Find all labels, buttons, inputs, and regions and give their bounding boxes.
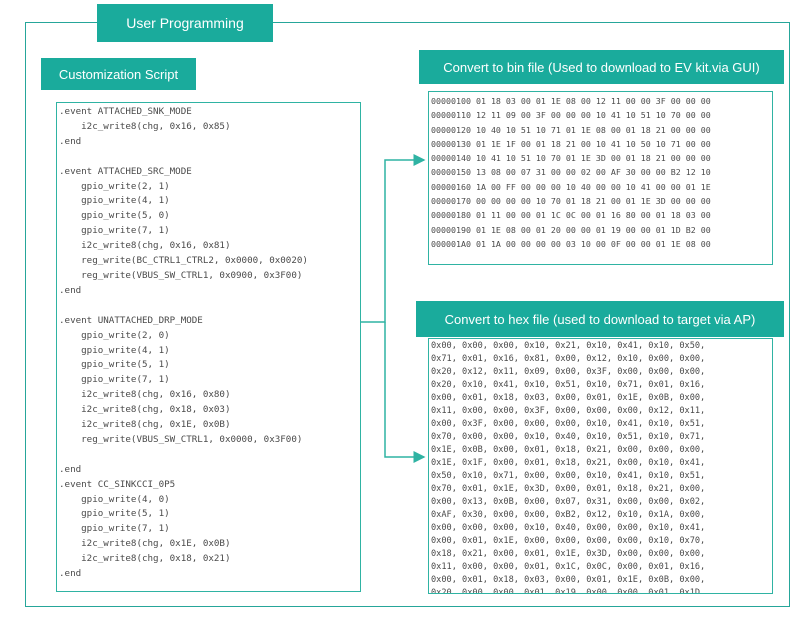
- script-line: .end: [59, 463, 82, 475]
- bin-line: 00000160 1A 00 FF 00 00 00 10 40 00 00 1…: [431, 181, 711, 192]
- user-programming-title: User Programming: [97, 4, 273, 42]
- script-line: gpio_write(5, 1): [59, 359, 170, 371]
- hex-line: 0x1E, 0x0B, 0x00, 0x01, 0x18, 0x21, 0x00…: [431, 445, 706, 455]
- bin-line: 00000100 01 18 03 00 01 1E 08 00 12 11 0…: [431, 96, 711, 106]
- hex-file-panel: 0x00, 0x00, 0x00, 0x10, 0x21, 0x10, 0x41…: [428, 338, 773, 594]
- hex-line: 0x1E, 0x1F, 0x00, 0x01, 0x18, 0x21, 0x00…: [431, 458, 706, 468]
- hex-line: 0x70, 0x00, 0x00, 0x10, 0x40, 0x10, 0x51…: [431, 432, 706, 442]
- bin-line: 00000140 10 41 10 51 10 70 01 1E 3D 00 0…: [431, 153, 711, 164]
- hex-line: 0x00, 0x00, 0x00, 0x10, 0x21, 0x10, 0x41…: [431, 341, 706, 351]
- script-line: reg_write(BC_CTRL1_CTRL2, 0x0000, 0x0020…: [59, 255, 308, 267]
- user-programming-frame: [25, 22, 790, 607]
- bin-line: 00000130 01 1E 1F 00 01 18 21 00 10 41 1…: [431, 138, 711, 149]
- hex-line: 0x50, 0x10, 0x71, 0x00, 0x00, 0x10, 0x41…: [431, 471, 706, 481]
- hex-line: 0x00, 0x3F, 0x00, 0x00, 0x00, 0x10, 0x41…: [431, 419, 706, 429]
- script-line: i2c_write8(chg, 0x16, 0x85): [59, 120, 231, 132]
- hex-line: 0x00, 0x13, 0x0B, 0x00, 0x07, 0x31, 0x00…: [431, 497, 706, 507]
- bin-line: 00000170 00 00 00 00 10 70 01 18 21 00 0…: [431, 196, 711, 207]
- script-line: i2c_write8(chg, 0x16, 0x81): [59, 240, 231, 252]
- bin-file-panel: 00000100 01 18 03 00 01 1E 08 00 12 11 0…: [428, 91, 773, 265]
- bin-line: 00000110 12 11 09 00 3F 00 00 00 10 41 1…: [431, 110, 711, 121]
- hex-line: 0x11, 0x00, 0x00, 0x3F, 0x00, 0x00, 0x00…: [431, 406, 706, 416]
- script-line: reg_write(VBUS_SW_CTRL1, 0x0900, 0x3F00): [59, 269, 303, 281]
- hex-line: 0x20, 0x12, 0x11, 0x09, 0x00, 0x3F, 0x00…: [431, 367, 706, 377]
- script-line: gpio_write(5, 1): [59, 508, 170, 520]
- hex-file-title: Convert to hex file (used to download to…: [416, 301, 784, 337]
- script-line: .end: [59, 568, 82, 580]
- arrow-to-hex: [384, 322, 426, 463]
- bin-line: 00000150 13 08 00 07 31 00 00 02 00 AF 3…: [431, 167, 711, 178]
- script-line: gpio_write(4, 1): [59, 344, 170, 356]
- hex-line: 0x18, 0x21, 0x00, 0x01, 0x1E, 0x3D, 0x00…: [431, 549, 706, 559]
- bin-line: 00000190 01 1E 08 00 01 20 00 00 01 19 0…: [431, 224, 711, 235]
- script-line: .event CC_SINKCCI_0P5: [59, 478, 176, 490]
- script-line: .event ATTACHED_SNK_MODE: [59, 106, 192, 117]
- script-line: i2c_write8(chg, 0x18, 0x03): [59, 404, 231, 416]
- customization-script-panel: .event ATTACHED_SNK_MODE i2c_write8(chg,…: [56, 102, 361, 592]
- hex-line: 0x20, 0x10, 0x41, 0x10, 0x51, 0x10, 0x71…: [431, 380, 706, 390]
- script-line: i2c_write8(chg, 0x18, 0x21): [59, 553, 231, 565]
- script-line: gpio_write(4, 0): [59, 493, 170, 505]
- hex-line: 0x70, 0x01, 0x1E, 0x3D, 0x00, 0x01, 0x18…: [431, 484, 706, 494]
- script-line: .end: [59, 135, 82, 147]
- hex-line: 0xAF, 0x30, 0x00, 0x00, 0xB2, 0x12, 0x10…: [431, 510, 706, 520]
- script-line: .event UNATTACHED_DRP_MODE: [59, 314, 203, 326]
- script-line: gpio_write(5, 0): [59, 210, 170, 222]
- hex-line: 0x00, 0x00, 0x00, 0x10, 0x40, 0x00, 0x00…: [431, 523, 706, 533]
- bin-line: 000001A0 01 1A 00 00 00 00 03 10 00 0F 0…: [431, 238, 711, 249]
- hex-line: 0x20, 0x00, 0x00, 0x01, 0x19, 0x00, 0x00…: [431, 588, 706, 594]
- customization-script-title: Customization Script: [41, 58, 196, 90]
- hex-line: 0x00, 0x01, 0x18, 0x03, 0x00, 0x01, 0x1E…: [431, 575, 706, 585]
- script-line: gpio_write(7, 1): [59, 225, 170, 237]
- script-line: gpio_write(7, 1): [59, 374, 170, 386]
- customization-script-code: .event ATTACHED_SNK_MODE i2c_write8(chg,…: [57, 103, 360, 582]
- bin-file-title: Convert to bin file (Used to download to…: [419, 50, 784, 84]
- hex-line: 0x00, 0x01, 0x1E, 0x00, 0x00, 0x00, 0x00…: [431, 536, 706, 546]
- script-line: gpio_write(7, 1): [59, 523, 170, 535]
- script-line: gpio_write(2, 0): [59, 329, 170, 341]
- script-line: .end: [59, 284, 82, 296]
- hex-file-dump: 0x00, 0x00, 0x00, 0x10, 0x21, 0x10, 0x41…: [429, 339, 772, 594]
- bin-line: 00000120 10 40 10 51 10 71 01 1E 08 00 0…: [431, 124, 711, 135]
- script-line: i2c_write8(chg, 0x16, 0x80): [59, 389, 231, 401]
- bin-file-dump: 00000100 01 18 03 00 01 1E 08 00 12 11 0…: [429, 92, 772, 251]
- script-line: .event ATTACHED_SRC_MODE: [59, 165, 192, 177]
- script-line: i2c_write8(chg, 0x1E, 0x0B): [59, 538, 231, 550]
- bin-line: 00000180 01 11 00 00 01 1C 0C 00 01 16 8…: [431, 210, 711, 221]
- script-line: gpio_write(4, 1): [59, 195, 170, 207]
- script-line: reg_write(VBUS_SW_CTRL1, 0x0000, 0x3F00): [59, 433, 303, 445]
- script-line: i2c_write8(chg, 0x1E, 0x0B): [59, 419, 231, 431]
- script-line: gpio_write(2, 1): [59, 180, 170, 192]
- hex-line: 0x00, 0x01, 0x18, 0x03, 0x00, 0x01, 0x1E…: [431, 393, 706, 403]
- hex-line: 0x71, 0x01, 0x16, 0x81, 0x00, 0x12, 0x10…: [431, 354, 706, 364]
- arrow-to-bin: [361, 154, 426, 323]
- hex-line: 0x11, 0x00, 0x00, 0x01, 0x1C, 0x0C, 0x00…: [431, 562, 706, 572]
